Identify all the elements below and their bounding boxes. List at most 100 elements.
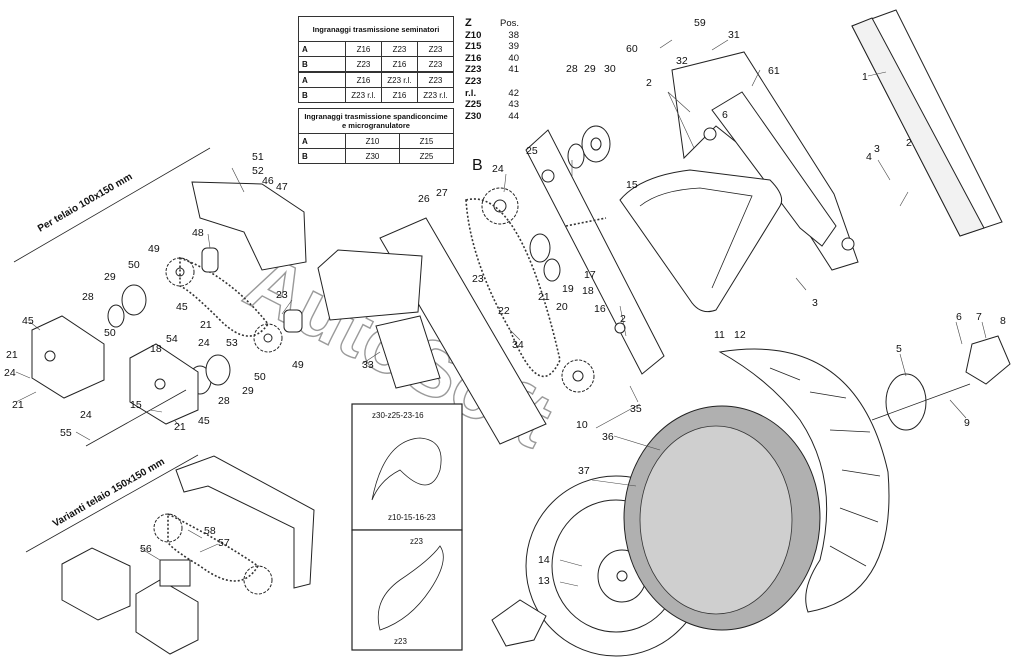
svg-text:Varianti telaio 150x150 mm: Varianti telaio 150x150 mm	[51, 456, 167, 529]
callout-21: 21	[12, 399, 24, 411]
callout-50: 50	[128, 259, 140, 271]
callout-numbers: 1 2 2 2 3 3 4 5 6 6 7 8 9 10 11 12 13 14…	[4, 17, 1006, 587]
callout-17: 17	[584, 269, 596, 281]
callout-11: 11	[714, 329, 725, 341]
callout-21: 21	[200, 319, 212, 331]
table-row: A Z16 Z23 Z23	[298, 41, 454, 57]
chain-main	[465, 198, 561, 378]
callout-2: 2	[620, 313, 626, 325]
callout-24: 24	[492, 163, 504, 175]
callout-37: 37	[578, 465, 590, 477]
instruction-sheet	[375, 315, 441, 389]
variant-frame	[61, 455, 315, 655]
callout-27: 27	[436, 187, 448, 199]
svg-text:Per telaio 100x150 mm: Per telaio 100x150 mm	[36, 171, 135, 234]
left-plate-rear	[129, 343, 199, 425]
callout-29: 29	[104, 271, 116, 283]
frame-beam	[851, 9, 1003, 237]
callout-57: 57	[218, 537, 230, 549]
table-row: Z23 r.l.42	[465, 75, 519, 99]
inset-label: z23	[410, 537, 423, 546]
callout-6: 6	[956, 311, 962, 323]
callout-2: 2	[646, 77, 652, 89]
wheel-hub	[871, 335, 1011, 431]
callout-36: 36	[602, 431, 614, 443]
sprocket-drive	[481, 187, 519, 225]
callout-34: 34	[512, 339, 524, 351]
callout-13: 13	[538, 575, 550, 587]
callout-1: 1	[862, 71, 868, 83]
left-plate-front	[31, 315, 105, 399]
callout-45: 45	[22, 315, 34, 327]
callout-22: 22	[498, 305, 510, 317]
callout-3: 3	[874, 143, 880, 155]
callout-59: 59	[694, 17, 706, 29]
support-arm	[671, 51, 859, 271]
callout-24: 24	[198, 337, 210, 349]
table-row: B Z23 r.l. Z16 Z23 r.l.	[298, 87, 454, 103]
callout-9: 9	[964, 417, 970, 429]
callout-6: 6	[722, 109, 728, 121]
fertilizer-gear-table: Ingranaggi trasmissione spandiconcime e …	[298, 108, 454, 164]
callout-18: 18	[582, 285, 594, 297]
sprocket-left-49b	[253, 323, 283, 353]
seeder-table-title: Ingranaggi trasmissione seminatori	[298, 16, 454, 42]
callout-28: 28	[82, 291, 94, 303]
callout-49: 49	[148, 243, 160, 255]
callout-12: 12	[734, 329, 746, 341]
chain-variant	[167, 512, 260, 582]
inset-label: z30-z25-23-16	[372, 411, 424, 420]
table-row: A Z16 Z23 r.l. Z23	[298, 71, 454, 88]
callout-21: 21	[538, 291, 550, 303]
table-row: B Z30 Z25	[298, 148, 454, 164]
chain-guard	[317, 217, 547, 445]
callout-33: 33	[362, 359, 374, 371]
callout-4: 4	[866, 151, 872, 163]
table-row: B Z23 Z16 Z23	[298, 56, 454, 73]
callout-15: 15	[130, 399, 142, 411]
bearing-mid	[529, 233, 561, 282]
callout-46: 46	[262, 175, 274, 187]
callout-8: 8	[1000, 315, 1006, 327]
leader-lines	[15, 39, 987, 587]
chain-path-inset-top	[351, 403, 463, 531]
callout-24: 24	[80, 409, 92, 421]
callout-47: 47	[276, 181, 288, 193]
seeder-gear-table: Ingranaggi trasmissione seminatori A Z16…	[298, 16, 454, 103]
callout-51: 51	[252, 151, 264, 163]
callout-50: 50	[104, 327, 116, 339]
callout-21: 21	[174, 421, 186, 433]
callout-20: 20	[556, 301, 568, 313]
callout-30: 30	[604, 63, 616, 75]
gear-set-letter-b: B	[472, 157, 483, 174]
callout-52: 52	[252, 165, 264, 177]
housing-47	[191, 181, 307, 271]
callout-45: 45	[198, 415, 210, 427]
callout-14: 14	[538, 554, 550, 566]
callout-23: 23	[276, 289, 288, 301]
tensioner-48	[201, 247, 303, 333]
inset-label: z23	[394, 637, 407, 646]
callout-53: 53	[226, 337, 238, 349]
callout-18: 18	[150, 343, 162, 355]
callout-32: 32	[676, 55, 688, 67]
callout-60: 60	[626, 43, 638, 55]
tire	[623, 405, 821, 631]
shaft-55	[85, 389, 187, 447]
table-row: A Z10 Z15	[298, 133, 454, 149]
callout-3: 3	[812, 297, 818, 309]
callout-10: 10	[576, 419, 588, 431]
callout-15: 15	[626, 179, 638, 191]
callout-50: 50	[254, 371, 266, 383]
callout-48: 48	[192, 227, 204, 239]
callout-35: 35	[630, 403, 642, 415]
tire-tread	[718, 348, 890, 613]
callout-29: 29	[242, 385, 254, 397]
sprocket-lower	[561, 359, 595, 393]
callout-24: 24	[4, 367, 16, 379]
callout-49: 49	[292, 359, 304, 371]
